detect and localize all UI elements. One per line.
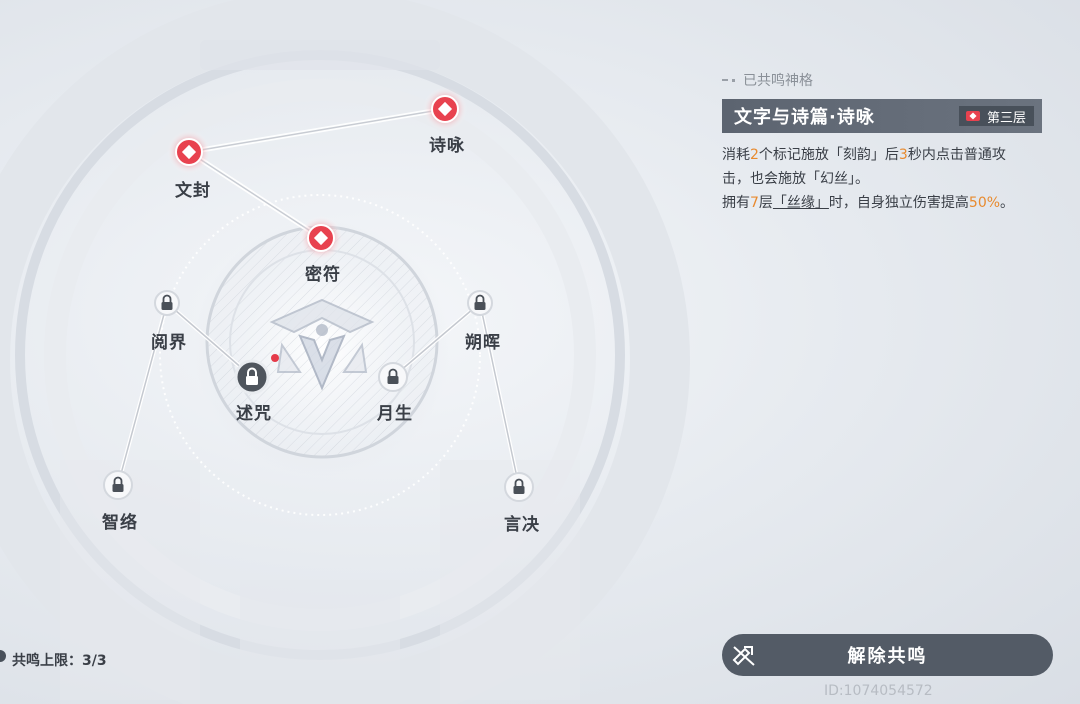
lock-icon	[387, 368, 399, 384]
node-label-yuesheng: 月生	[377, 404, 413, 424]
desc-highlight: 7	[750, 195, 759, 211]
diamond-icon	[437, 101, 453, 117]
background-rings	[0, 0, 690, 704]
desc-line-1: 消耗2个标记施放「刻韵」后3秒内点击普通攻	[722, 143, 1052, 167]
node-label-yanjue: 言决	[504, 515, 540, 535]
skill-title: 文字与诗篇·诗咏	[734, 107, 875, 128]
desc-text: 层	[758, 195, 773, 211]
node-yuejie[interactable]	[154, 290, 180, 316]
desc-text: 击，也会施放「幻丝」。	[722, 171, 869, 187]
node-zhiluo[interactable]	[103, 470, 133, 500]
desc-text: 。	[1000, 195, 1015, 211]
unlink-icon	[732, 646, 755, 666]
desc-text: 秒内点击普通攻	[907, 147, 1006, 163]
unresonate-button[interactable]: 解除共鸣	[722, 634, 1053, 676]
desc-text: 个标记施放「刻韵」后	[758, 147, 899, 163]
node-wenfeng[interactable]	[167, 130, 211, 174]
skill-description: 消耗2个标记施放「刻韵」后3秒内点击普通攻 击，也会施放「幻丝」。 拥有7层「丝…	[722, 143, 1052, 215]
desc-highlight: 3	[898, 147, 908, 163]
user-id: ID:1074054572	[824, 683, 933, 699]
node-yuesheng[interactable]	[378, 362, 408, 392]
desc-text: 拥有	[722, 195, 750, 211]
node-yanjue[interactable]	[504, 472, 534, 502]
center-emblem	[269, 298, 375, 391]
resonance-cap-label: 共鸣上限：3/3	[12, 653, 107, 669]
node-shuohui[interactable]	[467, 290, 493, 316]
node-mifu[interactable]	[299, 216, 343, 260]
tier-badge: 第三层	[958, 106, 1034, 126]
lock-icon	[161, 294, 173, 310]
diamond-icon	[181, 144, 197, 160]
header-dash-icon	[722, 79, 728, 81]
node-label-zhiluo: 智络	[102, 513, 138, 533]
node-label-shuohui: 朔晖	[465, 333, 501, 353]
desc-highlight: 2	[750, 147, 759, 163]
node-shuozhou[interactable]	[234, 359, 270, 395]
notification-dot	[271, 354, 279, 362]
desc-line-3: 拥有7层「丝缘」时，自身独立伤害提高50%。	[722, 191, 1052, 215]
desc-text: 消耗	[722, 147, 750, 163]
diamond-icon	[313, 230, 329, 246]
resonated-header-label: 已共鸣神格	[743, 73, 813, 89]
tier-diamond-icon	[965, 111, 980, 121]
node-label-mifu: 密符	[305, 265, 341, 285]
skill-title-bar: 文字与诗篇·诗咏 第三层	[722, 99, 1042, 133]
node-label-wenfeng: 文封	[175, 181, 211, 201]
lock-icon	[112, 476, 124, 492]
lock-icon	[474, 294, 486, 310]
node-label-shiyong: 诗咏	[429, 136, 465, 156]
desc-keyword-link[interactable]: 「丝缘」	[772, 195, 829, 211]
node-shiyong[interactable]	[423, 87, 467, 131]
resonance-cap-icon	[0, 650, 6, 662]
header-dot-icon	[732, 78, 735, 82]
lock-icon	[246, 367, 258, 385]
lock-icon	[513, 478, 525, 494]
tier-label: 第三层	[986, 110, 1026, 126]
desc-line-2: 击，也会施放「幻丝」。	[722, 167, 1052, 191]
desc-highlight: 50%	[968, 195, 1001, 211]
desc-text: 时，自身独立伤害提高	[828, 195, 969, 211]
node-connections	[116, 106, 521, 489]
node-label-yuejie: 阅界	[151, 333, 187, 353]
resonated-header: 已共鸣神格	[722, 70, 813, 90]
unresonate-button-label: 解除共鸣	[847, 646, 928, 667]
node-label-shuozhou: 述咒	[236, 404, 272, 424]
